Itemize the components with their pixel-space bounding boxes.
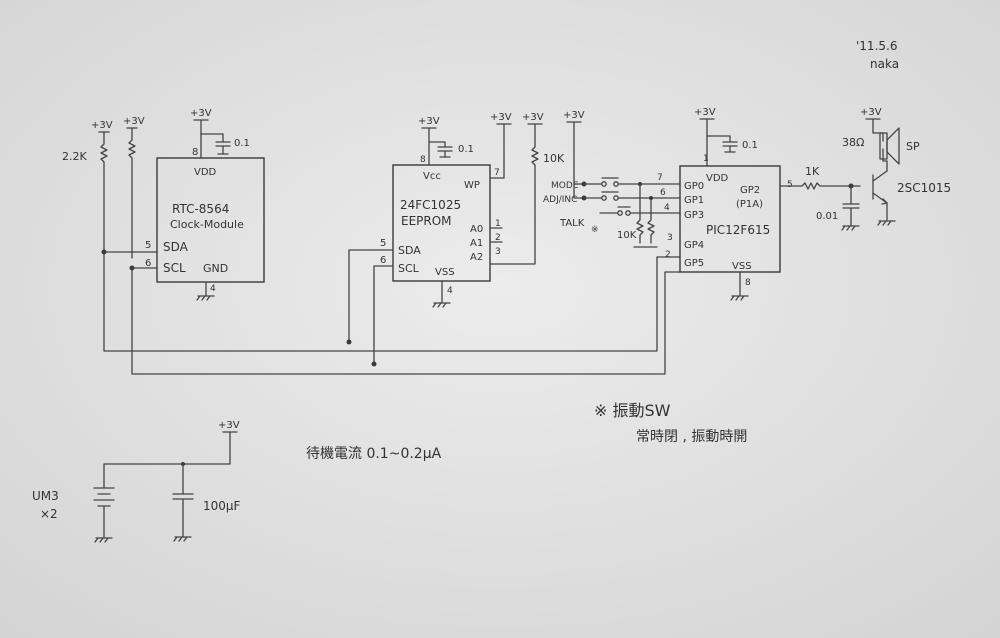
rtc-pullup-resistor-2 <box>128 139 136 259</box>
author-label: naka <box>870 57 899 71</box>
switch-power: +3V <box>563 110 585 121</box>
pic-gp4-label: GP4 <box>684 240 704 251</box>
pic-pwm-label: (P1A) <box>736 199 763 210</box>
eeprom-a0-label: A0 <box>470 224 483 235</box>
pic-section: VDD GP0 GP1 GP3 GP4 GP5 GP2 (P1A) PIC12F… <box>655 107 793 301</box>
eeprom-a2-power: +3V <box>522 112 544 123</box>
pic-pin-vss: 8 <box>745 278 751 288</box>
pic-vss-label: VSS <box>732 261 752 272</box>
header: '11.5.6 naka <box>856 39 899 71</box>
rtc-sub: Clock-Module <box>170 218 244 231</box>
eeprom-section: Vcc WP 24FC1025 EEPROM A0 A1 A2 SDA SCL … <box>348 112 565 365</box>
switch-adj-label: ADJ/INC <box>543 195 577 205</box>
date-label: '11.5.6 <box>856 39 897 53</box>
pic-pin-gp2: 5 <box>787 180 793 190</box>
notes-section: 待機電流 0.1~0.2μA ※ 振動SW 常時閉 , 振動時開 <box>306 401 747 462</box>
pic-cap-value: 0.1 <box>742 140 758 151</box>
switch-pulldown-value: 10K <box>617 230 637 241</box>
pic-chip <box>679 165 781 273</box>
pic-vdd-label: VDD <box>706 173 729 184</box>
eeprom-part: 24FC1025 <box>400 198 461 212</box>
audio-resistor-value: 1K <box>805 165 820 178</box>
rtc-pullup-value: 2.2K <box>62 150 87 163</box>
rtc-pin-gnd: 4 <box>210 284 216 294</box>
battery-section: +3V UM3 ×2 100μF <box>32 420 241 543</box>
rtc-vdd-power: +3V <box>190 108 212 119</box>
pic-name: PIC12F615 <box>706 223 770 237</box>
rtc-gnd-label: GND <box>203 262 228 275</box>
pic-gp0-label: GP0 <box>684 181 704 192</box>
audio-section: 1K 0.01 2SC1015 +3V 38Ω SP <box>779 107 951 231</box>
rtc-vdd-label: VDD <box>194 167 217 178</box>
eeprom-pin-a1: 2 <box>495 233 501 243</box>
rtc-pin-vdd: 8 <box>192 147 198 158</box>
i2c-bus <box>103 251 681 375</box>
pic-gp3-label: GP3 <box>684 210 704 221</box>
battery-cap-value: 100μF <box>203 499 241 513</box>
rtc-name: RTC-8564 <box>172 202 229 216</box>
eeprom-pin-wp: 7 <box>494 168 500 178</box>
eeprom-scl-label: SCL <box>398 262 420 275</box>
eeprom-vcc-label: Vcc <box>423 171 441 182</box>
switch-talk-label: TALK <box>559 218 585 229</box>
audio-speaker-label: SP <box>906 140 920 153</box>
eeprom-pin-a2: 3 <box>495 247 501 257</box>
pic-pin-gp5: 2 <box>665 250 671 260</box>
vibration-switch-title: ※ 振動SW <box>594 401 671 420</box>
rtc-pullup-power-1: +3V <box>91 120 113 131</box>
eeprom-sda-label: SDA <box>398 244 421 257</box>
rtc-scl-label: SCL <box>163 261 186 275</box>
eeprom-pullup-value: 10K <box>543 152 565 165</box>
eeprom-pin-vss: 4 <box>447 286 453 296</box>
pic-pin-gp0: 7 <box>657 173 663 183</box>
eeprom-wp-label: WP <box>464 180 480 191</box>
pic-pin-gp1: 6 <box>660 188 666 198</box>
rtc-pullup-power-2: +3V <box>123 116 145 127</box>
eeprom-cap-value: 0.1 <box>458 144 474 155</box>
eeprom-a1-label: A1 <box>470 238 483 249</box>
eeprom-pin-sda: 5 <box>380 238 386 249</box>
pic-pin-vdd: 1 <box>703 154 709 164</box>
battery-count-label: ×2 <box>40 507 58 521</box>
audio-speaker-ohm: 38Ω <box>842 136 864 149</box>
rtc-cap-value: 0.1 <box>234 138 250 149</box>
eeprom-name: EEPROM <box>401 214 452 228</box>
rtc-pin-scl: 6 <box>145 258 151 269</box>
eeprom-pin-scl: 6 <box>380 255 386 266</box>
vibration-switch-desc: 常時閉 , 振動時開 <box>636 429 747 445</box>
rtc-sda-label: SDA <box>163 240 189 254</box>
switch-section: MODE ADJ/INC TALK +3V ※ 10K <box>543 110 681 248</box>
rtc-pullup-resistor-1 <box>100 143 108 253</box>
eeprom-wp-power: +3V <box>490 112 512 123</box>
pic-pin-gp4: 3 <box>667 233 673 243</box>
vib-switch-mark: ※ <box>591 225 599 235</box>
battery-power: +3V <box>218 420 240 431</box>
eeprom-vss-label: VSS <box>435 267 455 278</box>
rtc-section: +3V +3V 2.2K VDD RTC-8564 Clock-Module S… <box>62 108 265 301</box>
eeprom-vcc-power: +3V <box>418 116 440 127</box>
pic-pin-gp3: 4 <box>664 203 670 213</box>
pic-gp1-label: GP1 <box>684 195 704 206</box>
pic-vdd-power: +3V <box>694 107 716 118</box>
switch-mode-label: MODE <box>551 181 579 191</box>
audio-cap-value: 0.01 <box>816 211 838 222</box>
audio-power: +3V <box>860 107 882 118</box>
battery-cell-label: UM3 <box>32 489 59 503</box>
audio-transistor-label: 2SC1015 <box>897 181 951 195</box>
rtc-pin-sda: 5 <box>145 240 151 251</box>
standby-current-note: 待機電流 0.1~0.2μA <box>306 446 442 462</box>
pic-gp2-label: GP2 <box>740 185 760 196</box>
pic-gp5-label: GP5 <box>684 258 704 269</box>
eeprom-a2-label: A2 <box>470 252 483 263</box>
eeprom-pin-a0: 1 <box>495 219 501 229</box>
eeprom-pin-vcc: 8 <box>420 155 426 165</box>
rtc-chip <box>156 157 265 283</box>
